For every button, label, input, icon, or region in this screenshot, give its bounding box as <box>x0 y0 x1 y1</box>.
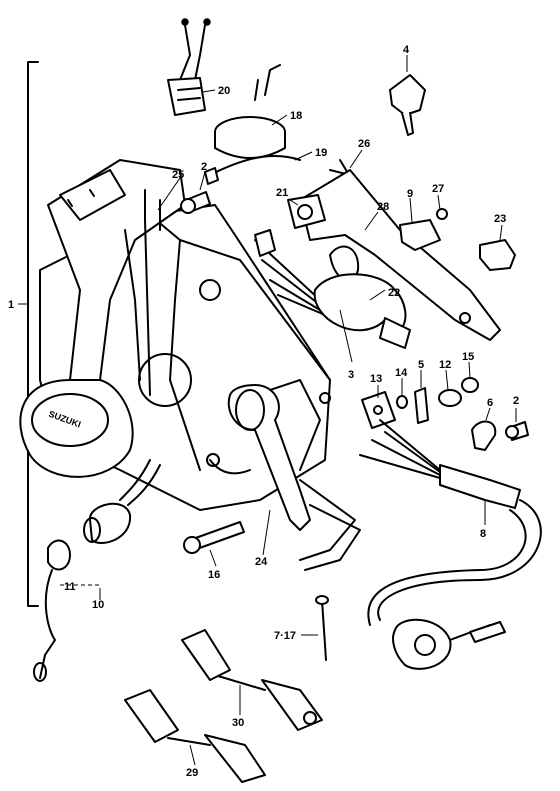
bushing-21 <box>287 194 326 229</box>
label-26: 26 <box>358 138 370 150</box>
label-6: 6 <box>487 397 493 409</box>
label-22: 22 <box>388 287 400 299</box>
cable-tie-17 <box>315 595 329 661</box>
wire-leads <box>299 479 361 571</box>
ignition-switch <box>254 229 411 349</box>
label-24: 24 <box>255 556 268 568</box>
label-14: 14 <box>395 367 408 379</box>
bracket-28 <box>299 169 501 341</box>
wire-harness-20 <box>167 18 211 116</box>
label-30: 30 <box>232 717 244 729</box>
label-4: 4 <box>403 44 410 56</box>
part-labels: 1 2 2 3 4 5 6 8 9 10 11 12 13 14 15 16 7… <box>8 44 519 779</box>
harness-29 <box>124 689 266 783</box>
label-9: 9 <box>407 188 413 200</box>
hardware-cluster <box>361 377 479 429</box>
wire-19 <box>204 154 301 185</box>
label-27: 27 <box>432 183 444 195</box>
label-25: 25 <box>172 169 184 181</box>
label-20: 20 <box>218 85 230 97</box>
stop-switch-10 <box>33 459 161 682</box>
key-4 <box>389 74 426 136</box>
label-5: 5 <box>418 359 424 371</box>
label-2-top: 2 <box>201 161 207 173</box>
leader-lines <box>99 55 517 766</box>
throttle-lever: SUZUKI <box>19 159 186 478</box>
label-8: 8 <box>480 528 486 540</box>
wire-25 <box>144 189 161 396</box>
label-13: 13 <box>370 373 382 385</box>
label-23: 23 <box>494 213 506 225</box>
label-17: 7·17 <box>274 630 296 642</box>
harness-8 <box>359 419 542 670</box>
label-28: 28 <box>377 201 389 213</box>
label-12: 12 <box>439 359 451 371</box>
label-3: 3 <box>348 369 354 381</box>
assembly-bracket <box>18 61 39 607</box>
bolt-16 <box>183 521 245 554</box>
label-19: 19 <box>315 147 327 159</box>
label-11: 11 <box>64 581 76 593</box>
label-21: 21 <box>276 187 288 199</box>
label-10: 10 <box>92 599 104 611</box>
label-1: 1 <box>8 299 14 311</box>
small-parts-right <box>399 208 516 271</box>
label-15: 15 <box>462 351 474 363</box>
bolt-2-top <box>180 191 211 214</box>
label-16: 16 <box>208 569 220 581</box>
label-29: 29 <box>186 767 198 779</box>
label-18: 18 <box>290 110 302 122</box>
harness-30 <box>181 629 323 731</box>
shift-lever <box>227 384 311 531</box>
clamp-6 <box>471 420 529 451</box>
grommet-18 <box>214 64 286 159</box>
label-2-right: 2 <box>513 395 519 407</box>
